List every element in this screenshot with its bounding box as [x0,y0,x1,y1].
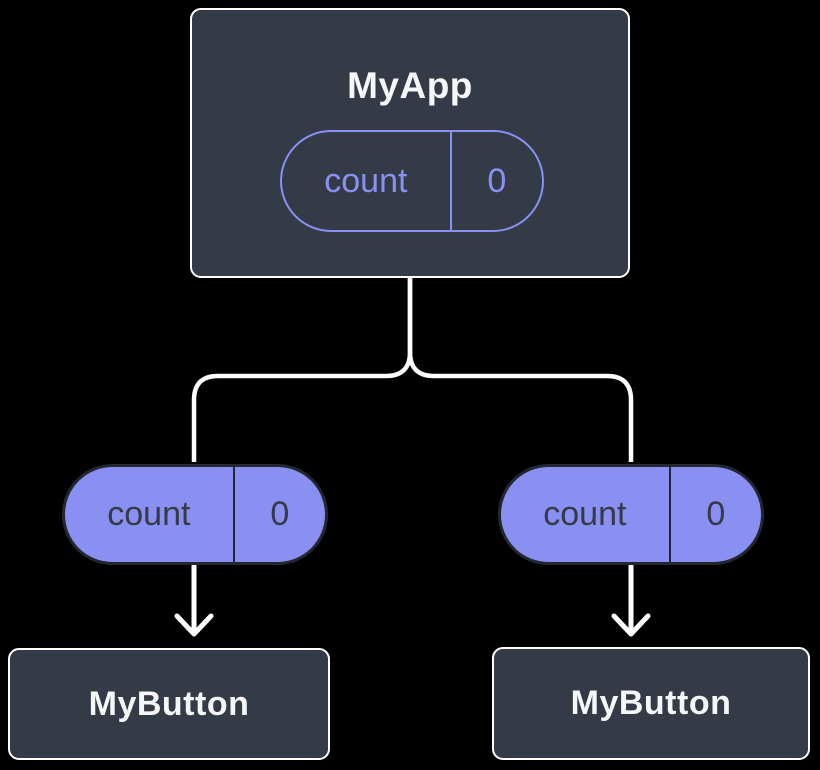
right-child-component-title: MyButton [570,684,732,722]
arrow-down-left-icon [174,563,214,637]
arrow-down-right-icon [611,563,651,637]
root-state-name: count [282,132,452,230]
right-prop-pill: count 0 [498,464,764,565]
right-prop-name: count [501,467,671,562]
edge-root-to-right-pill [407,277,634,462]
edge-root-to-left-pill [191,277,413,462]
root-component-node: MyApp count 0 [190,8,630,278]
left-prop-name: count [65,467,235,562]
right-prop-value: 0 [706,495,726,533]
left-child-component-node: MyButton [8,648,330,760]
left-prop-pill: count 0 [62,464,328,565]
left-child-component-title: MyButton [88,684,250,723]
left-prop-value: 0 [270,495,290,533]
root-state-value: 0 [487,161,507,200]
root-state-pill: count 0 [280,130,544,232]
right-child-component-node: MyButton [492,647,810,760]
root-component-title: MyApp [347,65,473,106]
